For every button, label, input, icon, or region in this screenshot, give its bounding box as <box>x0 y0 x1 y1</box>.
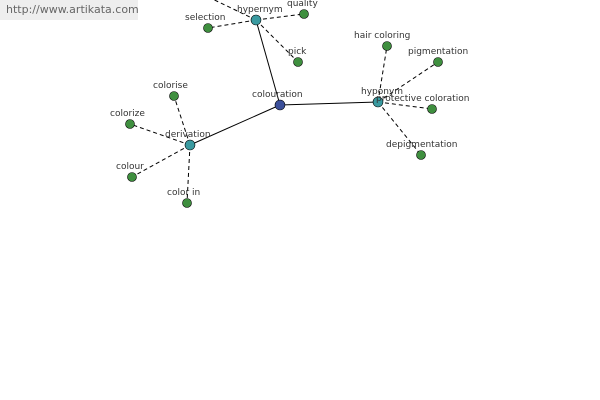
edge-hyponym-protective-coloration <box>377 101 433 110</box>
edge-derivation-colorize <box>129 123 191 146</box>
leaf-node-protective-coloration[interactable] <box>427 104 437 114</box>
edge-hypernym-selection <box>207 19 257 29</box>
hub-node-hyponym[interactable] <box>372 96 384 108</box>
leaf-node-colorize[interactable] <box>125 119 135 129</box>
edge-colouration-hyponym <box>279 101 379 106</box>
node-label-hyponym: hyponym <box>361 87 403 97</box>
leaf-node-pigmentation[interactable] <box>433 57 443 67</box>
leaf-node-pick[interactable] <box>293 57 303 67</box>
leaf-node-colour[interactable] <box>127 172 137 182</box>
node-label-pigmentation: pigmentation <box>408 47 468 57</box>
node-label-color-in: color in <box>167 188 200 198</box>
edge-hypernym-pick <box>255 19 299 63</box>
node-label-derivation: derivation <box>165 130 211 140</box>
node-label-depigmentation: depigmentation <box>386 140 457 150</box>
edge-colouration-hypernym <box>255 19 281 106</box>
edge-hypernym-offscreen <box>213 0 257 21</box>
node-label-selection: selection <box>185 13 225 23</box>
node-label-protective-coloration: protective coloration <box>376 94 469 104</box>
leaf-node-hair-coloring[interactable] <box>382 41 392 51</box>
node-label-colorise: colorise <box>153 81 188 91</box>
edge-hyponym-depigmentation <box>377 101 422 156</box>
node-label-colouration: colouration <box>252 90 303 100</box>
edge-derivation-color-in <box>186 144 191 204</box>
edge-hyponym-pigmentation <box>377 61 439 103</box>
node-label-hair-coloring: hair coloring <box>354 31 410 41</box>
hub-node-derivation[interactable] <box>184 139 196 151</box>
watermark-link[interactable]: http://www.artikata.com <box>0 0 139 20</box>
node-label-colour: colour <box>116 162 144 172</box>
leaf-node-color-in[interactable] <box>182 198 192 208</box>
edge-hypernym-quality <box>255 13 305 21</box>
leaf-node-selection[interactable] <box>203 23 213 33</box>
node-label-pick: pick <box>288 47 307 57</box>
node-label-colorize: colorize <box>110 109 145 119</box>
edge-derivation-colour <box>131 144 191 178</box>
center-node-colouration[interactable] <box>274 99 286 111</box>
leaf-node-depigmentation[interactable] <box>416 150 426 160</box>
node-label-hypernym: hypernym <box>237 5 283 15</box>
node-label-quality: quality <box>287 0 318 9</box>
leaf-node-quality[interactable] <box>299 9 309 19</box>
leaf-node-colorise[interactable] <box>169 91 179 101</box>
edge-hyponym-hair-coloring <box>377 45 388 103</box>
edge-derivation-colorise <box>173 95 191 146</box>
hub-node-hypernym[interactable] <box>250 14 262 26</box>
edge-colouration-derivation <box>189 104 281 146</box>
